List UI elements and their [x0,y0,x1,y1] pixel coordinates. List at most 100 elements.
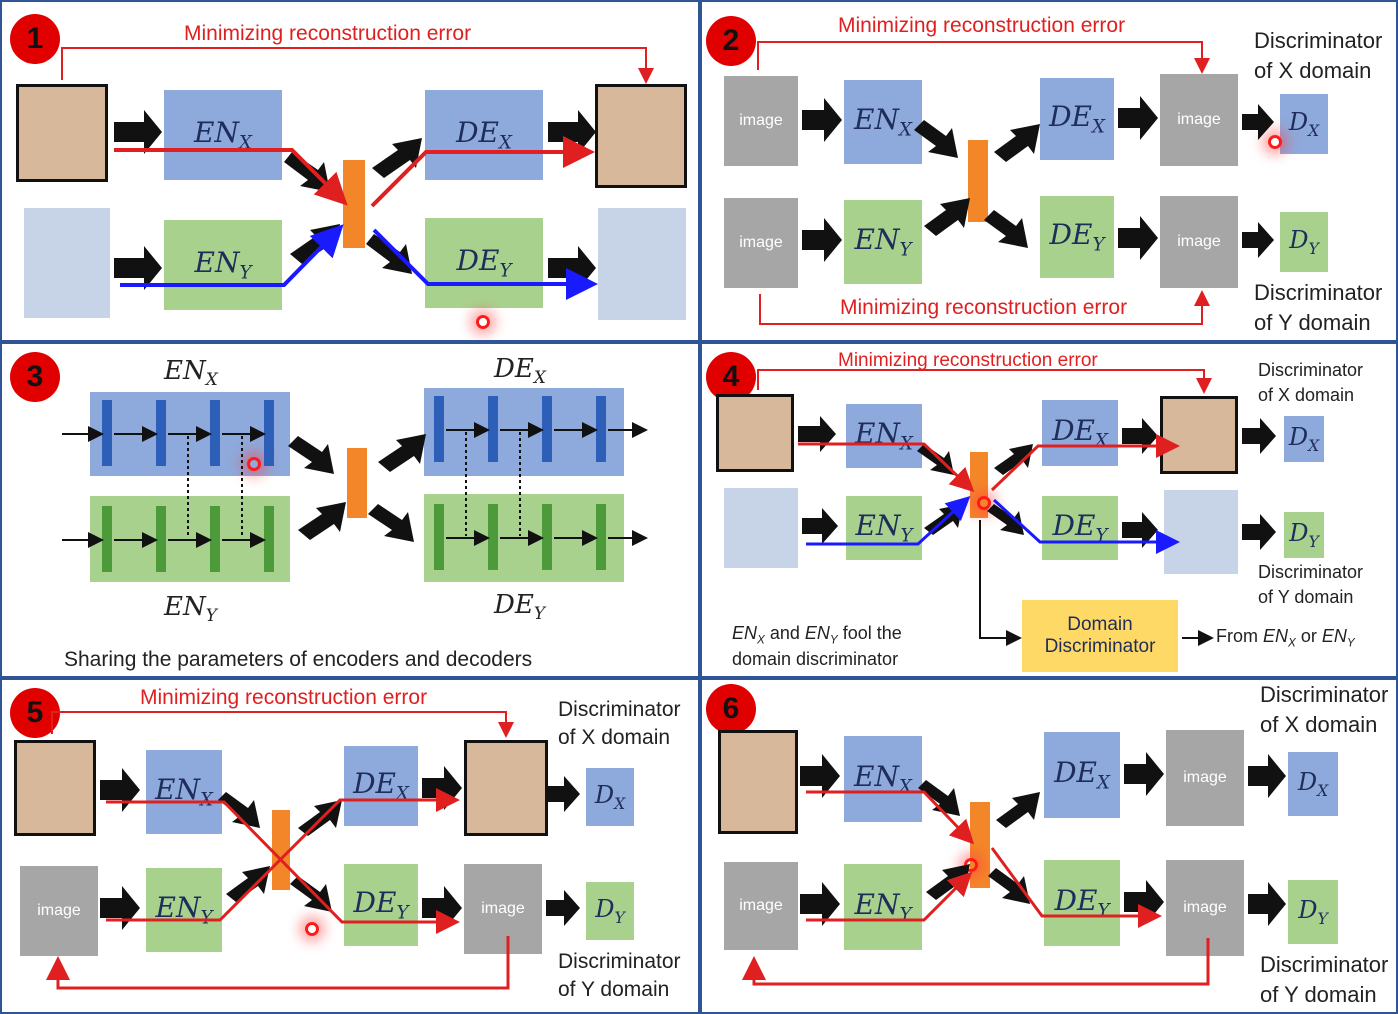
source-prediction-caption: From ENX or ENY [1216,626,1355,650]
cursor-pointer-dot [1268,135,1282,149]
real-face-input-image [716,394,794,472]
discriminator-y-label: DY [1289,519,1319,551]
decoder-x-box: DEX [425,90,543,180]
discriminator-x-box: DX [1280,94,1328,154]
caption-line: of Y domain [1254,309,1371,335]
discriminator-x-caption: Discriminator of X domain [558,696,681,753]
decoder-y-label: DEY [353,886,409,924]
panel-3: 3 ENX DEX ENY DEY Sharing the parameters… [0,342,700,678]
image-x-input: image [724,76,798,166]
cursor-pointer-dot [476,315,490,329]
discriminator-y-label: DY [595,895,625,927]
decoder-y-box: DEY [344,864,418,946]
decoder-x-label: DEX [1049,100,1105,138]
encoder-y-label: ENY [855,509,913,547]
reconstruction-error-label: Minimizing reconstruction error [140,686,428,709]
encoder-y-label: ENY [194,246,252,284]
caption-line: Discriminator [1254,280,1383,305]
panel-4: 4 Minimizing reconstruction error ENX EN… [700,342,1398,678]
panel-5: 5 Minimizing reconstruction error image … [0,678,700,1014]
image-y-output: image [1166,860,1244,956]
discriminator-x-label: DX [1297,768,1329,800]
real-face-input-image [14,740,96,836]
discriminator-y-label: DY [1298,896,1328,928]
encoder-y-label: ENY [854,223,912,261]
caption-line: Discriminator [558,698,681,721]
caption-line: domain discriminator [732,648,899,669]
discriminator-x-label: DX [594,781,626,813]
decoder-x-box: DEX [1044,732,1120,818]
fool-discriminator-caption: ENX and ENY fool the domain discriminato… [732,622,902,671]
encoder-x-box: ENX [844,736,922,822]
discriminator-y-box: DY [586,882,634,940]
sharing-caption: Sharing the parameters of encoders and d… [64,648,533,671]
image-x-output: image [1160,74,1238,166]
panel-number-badge: 1 [10,14,60,64]
encoder-y-box: ENY [164,220,282,310]
discriminator-x-box: DX [1284,416,1324,462]
image-x-output: image [1166,730,1244,826]
shared-latent-code [272,810,290,890]
encoder-y-box: ENY [844,864,922,950]
panel-2: 2 Minimizing reconstruction error Minimi… [700,0,1398,342]
encoder-x-box: ENX [844,80,922,164]
encoder-y-box: ENY [146,868,222,952]
caption-line: of X domain [558,726,671,750]
cursor-pointer-dot [247,457,261,471]
caption-line: ENX and ENY fool the [732,623,902,647]
flow-arrows [61,47,654,300]
discriminator-x-label: DX [1288,108,1320,140]
encoder-x-box: ENX [164,90,282,180]
discriminator-y-box: DY [1288,880,1338,944]
caption-line: Discriminator [1258,360,1364,380]
discriminator-x-caption: Discriminator of X domain [1258,358,1363,408]
shared-latent-code [343,160,365,248]
decoder-x-box: DEX [344,746,418,826]
panel-1: 1 Minimizing reconstruction error ENX EN… [0,0,700,342]
decoder-x-box: DEX [1042,400,1118,466]
discriminator-x-label: DX [1288,423,1320,455]
real-face-input-image [16,84,108,182]
shared-latent-code [968,140,988,222]
shared-latent-code [347,448,367,518]
encoder-x-title: ENX [164,356,218,390]
image-y-input: image [724,862,798,950]
caption-line: Discriminator [1254,28,1383,53]
caption-line: of Y domain [1258,587,1354,608]
discriminator-y-label: DY [1289,226,1319,258]
domain-discriminator-line: Domain [1067,614,1133,635]
real-face-output-image [464,740,548,836]
reconstruction-error-label-bottom: Minimizing reconstruction error [840,296,1128,319]
decoder-y-label: DEY [1052,509,1108,547]
decoder-y-title: DEY [494,590,545,624]
image-y-output: image [1160,196,1238,288]
decoder-x-label: DEX [1052,414,1108,452]
panel-number-badge: 2 [706,16,756,66]
discriminator-y-box: DY [1280,212,1328,272]
caption-line: of X domain [1258,385,1355,406]
caption-line: Discriminator [1260,682,1389,707]
reconstruction-error-label-top: Minimizing reconstruction error [838,14,1126,37]
panel-number-badge: 6 [706,684,756,734]
encoder-x-box: ENX [846,404,922,468]
decoder-y-box: DEY [1044,860,1120,946]
cursor-pointer-dot [305,922,319,936]
real-face-output-image [1160,396,1238,474]
anime-face-input-image [24,208,110,318]
encoder-y-box: ENY [844,200,922,284]
real-face-output-image [595,84,687,188]
anime-face-output-image [598,208,686,320]
discriminator-x-box: DX [586,768,634,826]
decoder-x-box: DEX [1040,78,1114,160]
image-y-output: image [464,864,542,954]
caption-line: of Y domain [558,978,670,1002]
anime-face-input-image [724,488,798,568]
decoder-y-box: DEY [1042,496,1118,560]
cursor-pointer-dot [977,496,991,510]
panel-6: 6 image ENX ENY DEX DEY image image DX D… [700,678,1398,1014]
